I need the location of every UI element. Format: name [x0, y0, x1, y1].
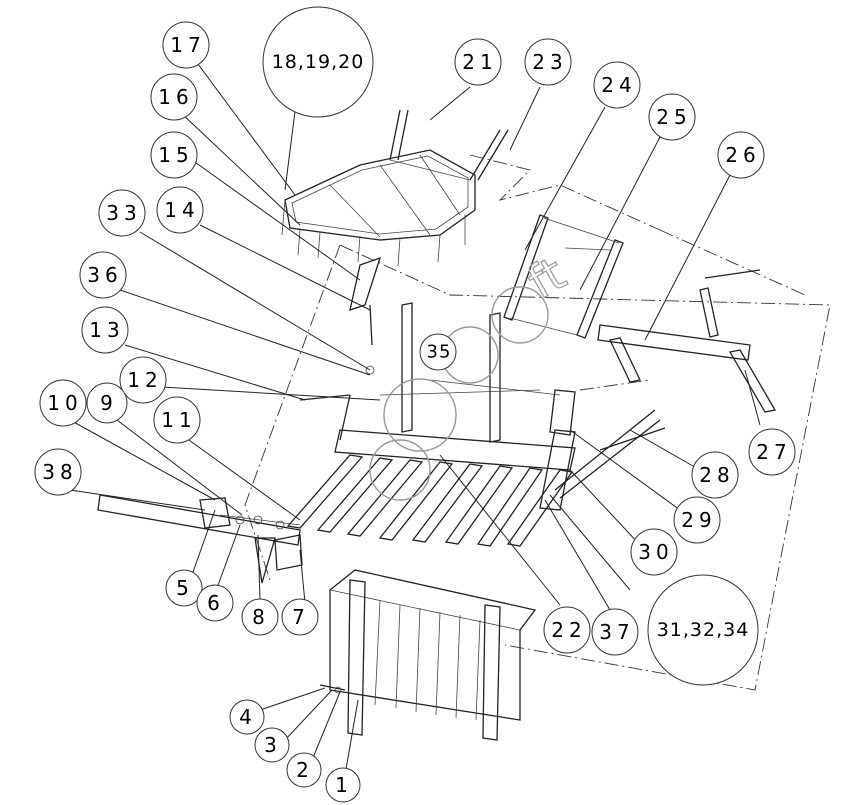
fork-frame — [319, 569, 537, 741]
callout-5: 5 — [165, 569, 203, 607]
callout-11: 11 — [153, 396, 201, 444]
callout-24: 24 — [593, 61, 641, 109]
svg-text:ft: ft — [519, 246, 575, 309]
callout-9: 9 — [86, 382, 128, 424]
callout-2: 2 — [286, 752, 322, 788]
svg-text:36: 36 — [87, 263, 122, 287]
callout-26: 26 — [717, 131, 765, 179]
callout-7: 7 — [281, 598, 319, 636]
svg-text:33: 33 — [106, 201, 141, 225]
svg-text:38: 38 — [42, 460, 77, 484]
svg-text:4: 4 — [239, 705, 257, 729]
svg-text:18,19,20: 18,19,20 — [272, 51, 365, 73]
svg-text:30: 30 — [638, 540, 673, 564]
callout-23: 23 — [524, 38, 572, 86]
callout-10: 10 — [39, 379, 87, 427]
svg-text:2: 2 — [296, 758, 314, 782]
callout-4: 4 — [229, 699, 265, 735]
callout-37: 37 — [591, 608, 639, 656]
callout-6: 6 — [196, 584, 234, 622]
svg-text:21: 21 — [462, 50, 497, 74]
svg-text:5: 5 — [176, 576, 194, 600]
callout-28: 28 — [691, 451, 739, 499]
svg-text:27: 27 — [756, 440, 791, 464]
svg-text:22: 22 — [551, 618, 586, 642]
callout-18-19-20: 18,19,20 — [262, 6, 374, 118]
svg-text:12: 12 — [127, 368, 162, 392]
leader-lines — [69, 59, 761, 776]
svg-text:9: 9 — [100, 391, 118, 415]
callout-29: 29 — [673, 496, 721, 544]
svg-text:29: 29 — [681, 508, 716, 532]
svg-text:1: 1 — [335, 773, 353, 797]
svg-text:24: 24 — [601, 73, 636, 97]
svg-text:6: 6 — [207, 591, 225, 615]
svg-text:15: 15 — [158, 143, 193, 167]
left-linkage — [97, 494, 303, 584]
svg-text:3: 3 — [264, 733, 282, 757]
callout-8: 8 — [241, 598, 279, 636]
callout-15: 15 — [150, 131, 198, 179]
callout-1: 1 — [325, 767, 361, 803]
svg-text:31,32,34: 31,32,34 — [657, 619, 750, 641]
callout-35: 35 — [419, 333, 457, 371]
svg-text:17: 17 — [170, 33, 205, 57]
callout-16: 16 — [150, 73, 198, 121]
callout-21: 21 — [454, 38, 502, 86]
callout-25: 25 — [648, 93, 696, 141]
side-arms — [503, 214, 777, 413]
tine-rake — [286, 394, 666, 547]
svg-text:25: 25 — [656, 105, 691, 129]
top-rake-frame — [281, 109, 509, 267]
callout-22: 22 — [543, 606, 591, 654]
callout-13: 13 — [81, 306, 129, 354]
svg-text:11: 11 — [161, 408, 196, 432]
callout-30: 30 — [630, 528, 678, 576]
svg-text:13: 13 — [89, 318, 124, 342]
svg-text:7: 7 — [292, 605, 310, 629]
svg-text:23: 23 — [532, 50, 567, 74]
callout-31-32-34: 31,32,34 — [647, 574, 759, 686]
callout-17: 17 — [162, 21, 210, 69]
callout-12: 12 — [119, 356, 167, 404]
svg-text:8: 8 — [252, 605, 270, 629]
callout-33: 33 — [98, 189, 146, 237]
callout-14: 14 — [156, 186, 204, 234]
callout-36: 36 — [79, 251, 127, 299]
callout-bubbles: 17 16 15 14 33 36 13 12 — [34, 6, 796, 803]
svg-text:28: 28 — [699, 463, 734, 487]
callout-27: 27 — [748, 428, 796, 476]
callout-3: 3 — [254, 727, 290, 763]
svg-text:26: 26 — [725, 143, 760, 167]
svg-text:10: 10 — [47, 391, 82, 415]
svg-text:16: 16 — [158, 85, 193, 109]
callout-38: 38 — [34, 448, 82, 496]
center-mast — [349, 256, 576, 443]
svg-text:35: 35 — [427, 342, 452, 363]
svg-text:14: 14 — [164, 198, 199, 222]
svg-text:37: 37 — [599, 620, 634, 644]
assembly-outline — [244, 154, 831, 691]
